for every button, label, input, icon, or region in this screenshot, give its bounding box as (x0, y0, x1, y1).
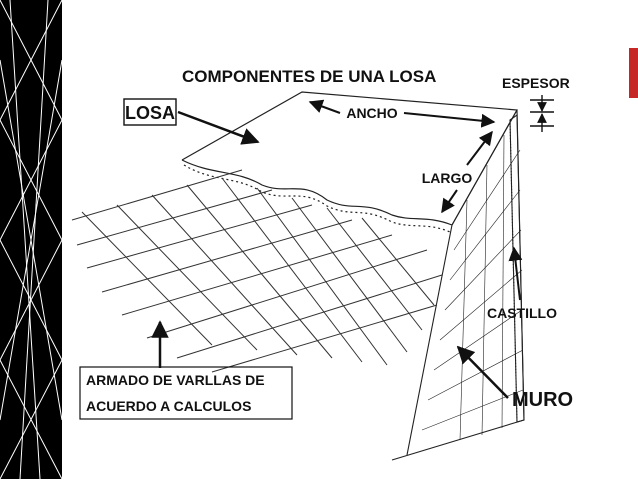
arrow-castillo (508, 246, 523, 301)
label-largo: LARGO (422, 170, 473, 186)
decorative-sidebar (0, 0, 63, 480)
slab-diagram: COMPONENTES DE UNA LOSA (71, 67, 573, 461)
label-armado-line2: ACUERDO A CALCULOS (86, 398, 251, 414)
thickness-marker (530, 95, 554, 132)
wall-muro (391, 109, 525, 461)
rebar-grid (71, 169, 443, 373)
label-armado-line1: ARMADO DE VARLLAS DE (86, 372, 265, 388)
accent-bar (629, 48, 638, 98)
armado-label-box (79, 366, 293, 420)
label-ancho: ANCHO (346, 105, 397, 121)
label-castillo: CASTILLO (487, 305, 557, 321)
arrow-ancho-right (403, 112, 496, 128)
arrow-muro (456, 345, 509, 399)
label-espesor: ESPESOR (502, 75, 570, 91)
label-muro: MURO (512, 389, 573, 411)
sidebar-line-pattern (0, 0, 63, 480)
losa-label-box (123, 98, 177, 126)
label-losa: LOSA (125, 103, 175, 123)
arrow-losa (177, 110, 260, 145)
arrow-ancho-left (308, 99, 341, 114)
arrow-largo-up (466, 130, 493, 166)
column-castillo (509, 113, 525, 423)
arrow-largo-down (441, 189, 458, 214)
diagram-title: COMPONENTES DE UNA LOSA (182, 67, 436, 86)
